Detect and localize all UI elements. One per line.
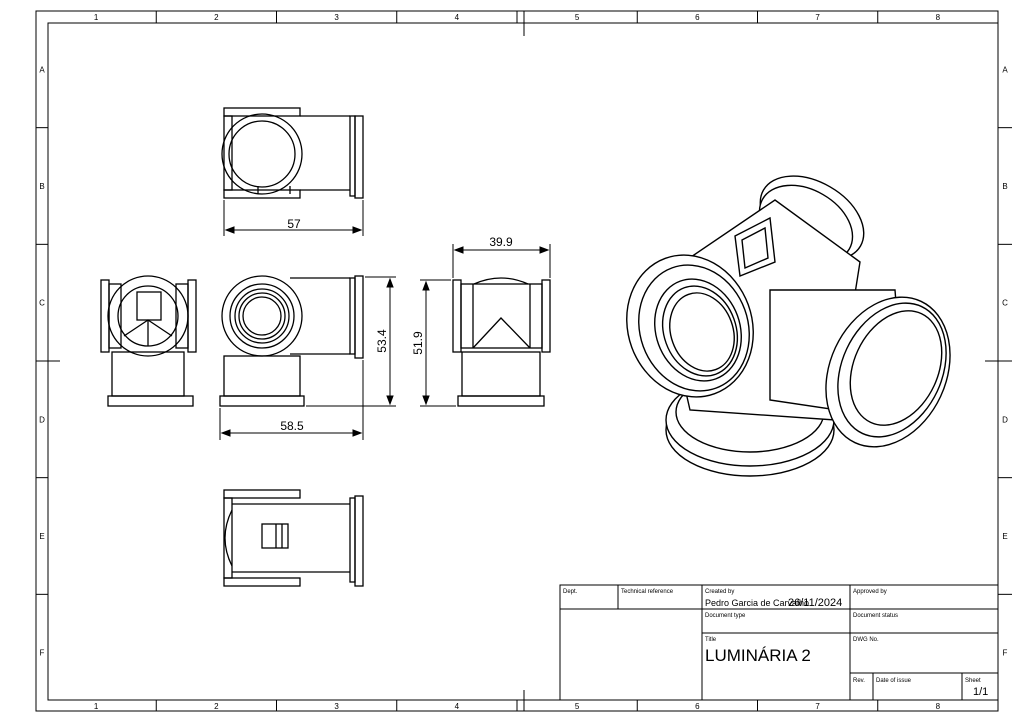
grid-row-label-right: C: [1002, 299, 1008, 308]
grid-row-label-left: E: [39, 532, 44, 541]
created-date: 26/11/2024: [788, 597, 842, 609]
grid-row-label-left: C: [39, 299, 45, 308]
title-label: Title: [705, 637, 717, 643]
grid-col-label-top: 3: [334, 13, 339, 22]
dim-front-width: [219, 360, 364, 440]
grid-col-label-bottom: 4: [455, 702, 460, 711]
dim-side-height: [420, 279, 456, 407]
grid-row-label-right: D: [1002, 415, 1008, 424]
grid-col-label-top: 8: [936, 13, 941, 22]
right-side-view: [452, 277, 551, 407]
created-by-label: Created by: [705, 589, 734, 595]
sheet-value: 1/1: [973, 686, 988, 698]
isometric-view: [626, 175, 951, 477]
grid-col-label-bottom: 5: [575, 702, 580, 711]
document-type-label: Document type: [705, 613, 746, 619]
grid-col-label-bottom: 3: [334, 702, 339, 711]
dim-side-width: [452, 244, 551, 278]
grid-col-label-bottom: 1: [94, 702, 99, 711]
dim-front-height-label: 53.4: [375, 329, 389, 353]
drawing-title: LUMINÁRIA 2: [705, 646, 811, 665]
grid-col-label-top: 7: [815, 13, 820, 22]
title-block: [559, 584, 999, 701]
dim-front-height: [306, 276, 396, 407]
dim-top-width-label: 57: [287, 217, 301, 231]
created-by-name: Pedro Garcia de Carvalho: [705, 598, 809, 608]
document-status-label: Document status: [853, 613, 898, 619]
approved-by-label: Approved by: [853, 589, 887, 595]
grid-col-label-top: 2: [214, 13, 219, 22]
grid-row-label-right: A: [1002, 65, 1008, 74]
front-view: [219, 275, 364, 407]
grid-row-label-right: F: [1003, 649, 1008, 658]
top-view: [221, 107, 364, 199]
dept-label: Dept.: [563, 589, 578, 595]
grid-col-label-top: 1: [94, 13, 99, 22]
grid-row-label-right: E: [1002, 532, 1007, 541]
dim-front-width-label: 58.5: [280, 419, 304, 433]
dim-side-height-label: 51.9: [411, 331, 425, 355]
dwg-no-label: DWG No.: [853, 637, 879, 643]
grid-col-label-top: 4: [455, 13, 460, 22]
dim-top-width: [223, 200, 364, 236]
grid-col-label-bottom: 8: [936, 702, 941, 711]
date-of-issue-label: Date of issue: [876, 678, 912, 684]
dim-side-width-label: 39.9: [489, 235, 513, 249]
grid-col-label-top: 6: [695, 13, 700, 22]
grid-row-label-left: B: [39, 182, 44, 191]
grid-col-label-bottom: 6: [695, 702, 700, 711]
grid-col-label-top: 5: [575, 13, 580, 22]
left-side-view: [100, 275, 197, 407]
grid-col-label-bottom: 7: [815, 702, 820, 711]
bottom-view: [223, 489, 364, 587]
grid-row-label-left: F: [40, 649, 45, 658]
grid-row-label-left: A: [39, 65, 45, 74]
technical-reference-label: Technical reference: [621, 589, 674, 595]
sheet-label: Sheet: [965, 678, 981, 684]
grid-row-label-left: D: [39, 415, 45, 424]
grid-row-label-right: B: [1002, 182, 1007, 191]
rev-label: Rev.: [853, 678, 865, 684]
title-block-text: Dept. Technical reference Created by Ped…: [563, 589, 988, 698]
grid-col-label-bottom: 2: [214, 702, 219, 711]
